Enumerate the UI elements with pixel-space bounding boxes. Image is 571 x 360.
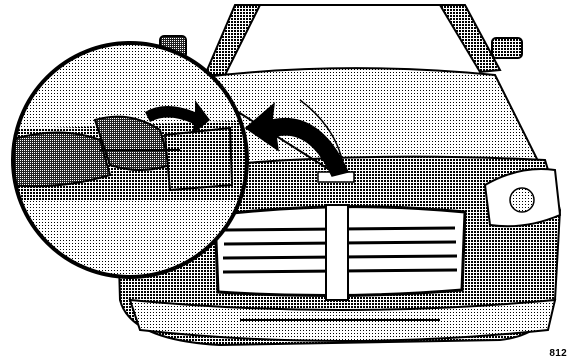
windshield bbox=[205, 5, 500, 75]
grille bbox=[215, 205, 465, 300]
figure-code: 812 bbox=[549, 348, 567, 359]
